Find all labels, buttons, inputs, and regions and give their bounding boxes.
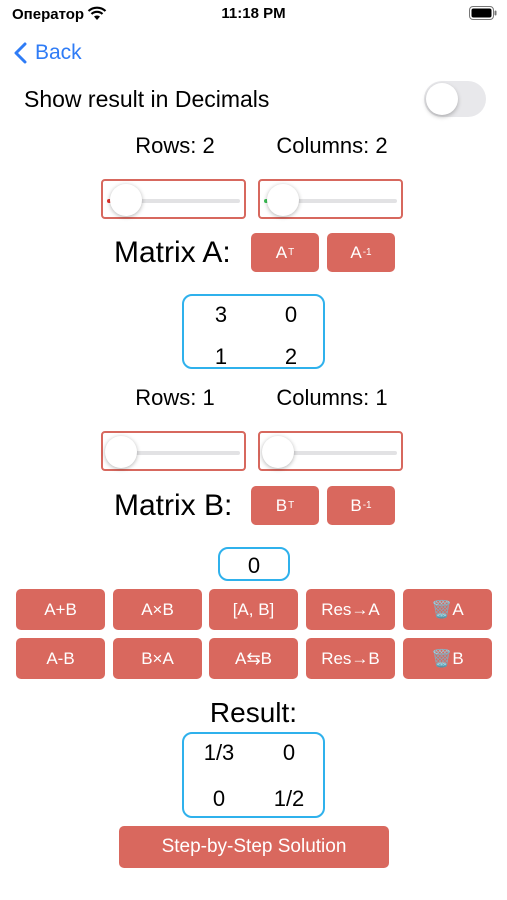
matrix-b-columns-label: Columns: 1 [276,385,388,410]
inverse-a-sup: -1 [362,247,372,258]
result-cell: 1/2 [273,786,305,811]
slider-thumb[interactable] [105,436,137,468]
result-title: Result: [209,697,298,728]
add-button[interactable]: A+B [16,589,105,630]
multiply-ba-button[interactable]: B×A [113,638,202,679]
inverse-a-button[interactable]: A-1 [327,233,395,272]
result-cell: 0 [212,786,226,811]
wifi-icon [87,6,107,20]
slider-track [107,451,240,455]
back-button[interactable]: Back [14,40,82,66]
matrix-a-cell[interactable]: 2 [284,344,298,369]
battery-icon [469,6,497,20]
slider-track [264,451,397,455]
inverse-b-sup: -1 [362,500,372,511]
matrix-a-rows-label: Rows: 2 [135,133,215,158]
result-grid: 1/3 0 0 1/2 [182,732,325,818]
result-to-b-button[interactable]: Res→B [306,638,395,679]
result-to-a-button[interactable]: Res→A [306,589,395,630]
inverse-a-label: A [350,242,362,262]
matrix-a-title: Matrix A: [114,236,231,269]
transpose-b-sup: T [288,500,295,511]
decimals-toggle[interactable] [424,81,486,117]
matrix-a-cell[interactable]: 0 [284,302,298,327]
augment-button[interactable]: [A, B] [209,589,298,630]
step-by-step-button[interactable]: Step-by-Step Solution [119,826,389,868]
subtract-button[interactable]: A-B [16,638,105,679]
inverse-b-button[interactable]: B-1 [327,486,395,525]
matrix-a-columns-slider[interactable] [258,179,403,219]
matrix-a-columns-label: Columns: 2 [276,133,388,158]
matrix-b-title: Matrix B: [114,489,233,522]
swap-button[interactable]: A⇆B [209,638,298,679]
matrix-a-grid: 3 0 1 2 [182,294,325,369]
back-label: Back [35,41,82,64]
chevron-left-icon [14,42,27,64]
transpose-b-label: B [275,495,288,515]
matrix-b-rows-slider[interactable] [101,431,246,471]
matrix-a-cell[interactable]: 3 [214,302,228,327]
matrix-b-columns-slider[interactable] [258,431,403,471]
multiply-ab-button[interactable]: A×B [113,589,202,630]
clear-b-button[interactable]: 🗑️B [403,638,492,679]
matrix-b-rows-label: Rows: 1 [135,385,215,410]
transpose-a-label: A [275,242,288,262]
slider-thumb[interactable] [110,184,143,216]
inverse-b-label: B [350,495,362,515]
result-cell: 1/3 [203,740,235,765]
slider-thumb[interactable] [267,184,300,216]
status-time: 11:18 PM [221,5,286,22]
decimals-label: Show result in Decimals [24,86,270,112]
matrix-b-grid: 0 [218,547,290,581]
toggle-knob [426,83,458,115]
slider-thumb[interactable] [262,436,294,468]
carrier-name: Оператор [12,6,85,23]
transpose-a-sup: T [288,247,295,258]
result-cell: 0 [282,740,296,765]
matrix-a-cell[interactable]: 1 [214,344,228,369]
matrix-a-rows-slider[interactable] [101,179,246,219]
clear-a-button[interactable]: 🗑️A [403,589,492,630]
matrix-b-cell[interactable]: 0 [247,553,261,578]
